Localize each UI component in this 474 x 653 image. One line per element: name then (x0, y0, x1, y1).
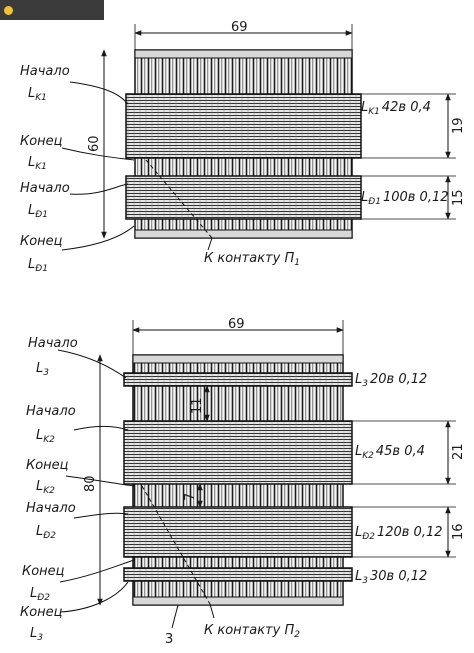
label-start-ld2: Начало (26, 501, 76, 516)
dim-width: 69 (231, 20, 248, 35)
label-start-lk2: Начало (26, 404, 76, 419)
leader-line (65, 475, 135, 487)
label-end-ld1-sym: LÐ1 (28, 257, 48, 274)
label-end-lk1-sym: LK1 (28, 155, 47, 172)
contact-lead (207, 237, 213, 251)
former-top-flange (134, 49, 353, 59)
watermark: RadioLamp.net (0, 0, 104, 37)
leader-line (73, 425, 129, 431)
former-bottom-flange (134, 229, 353, 239)
dim-bottom-mark: 3 (165, 632, 173, 647)
dim-coil-k2: 21 (451, 443, 466, 460)
dim-gap-mid: 7 (183, 493, 198, 501)
former-bottom-flange (132, 596, 344, 606)
contact-lead (209, 603, 215, 619)
contact-lead (145, 159, 213, 239)
contact-label-p1: К контакту П1 (204, 251, 300, 268)
winding-lk2 (123, 420, 353, 485)
winding-lk1 (125, 93, 362, 159)
label-start-lk1: Начало (20, 64, 70, 79)
dim-coil-k1: 19 (451, 117, 466, 134)
dim-height: 80 (83, 475, 98, 492)
top-figure: 69 60 19 15 Начало LK1 Конец LK1 Начало … (20, 20, 466, 274)
winding-l3-bottom (123, 567, 353, 582)
dim-height: 60 (87, 135, 102, 152)
label-end-lk2-sym: LK2 (36, 479, 55, 496)
bottom-figure: 69 80 11 7 21 16 3 Начало (20, 317, 466, 647)
leader-line (59, 581, 129, 613)
label-end-ld2-sym: LÐ2 (30, 586, 50, 603)
watermark-logo-icon (4, 6, 13, 15)
leader-line (69, 183, 129, 195)
contact-lead (141, 485, 211, 605)
dim-gap-top: 11 (190, 397, 205, 414)
dim-coil-d1: 15 (451, 189, 466, 206)
watermark-text: RadioLamp.net (4, 22, 98, 37)
label-start-ld1-sym: LÐ1 (28, 203, 48, 220)
label-end-lk1: Конец (20, 134, 63, 149)
label-end-ld1: Конец (20, 234, 63, 249)
dim-offset-line (171, 604, 179, 629)
label-end-lk2: Конец (26, 458, 69, 473)
dim-coil-d2: 16 (451, 523, 466, 540)
dim-width: 69 (228, 317, 245, 332)
leader-line (57, 349, 127, 379)
leader-line (61, 147, 135, 161)
label-start-l3: Начало (28, 336, 78, 351)
leader-line (61, 225, 135, 251)
label-start-lk2-sym: LK2 (36, 428, 55, 445)
winding-ld1 (125, 175, 362, 220)
winding-ld2 (123, 506, 353, 558)
contact-label-p2: К контакту П2 (204, 623, 300, 640)
leader-line (59, 559, 135, 583)
leader-line (69, 81, 129, 105)
label-start-l3-sym: L3 (36, 361, 49, 378)
label-end-ld2: Конец (22, 564, 65, 579)
label-end-l3-sym: L3 (30, 626, 43, 643)
label-end-l3: Конец (20, 605, 63, 620)
label-start-ld2-sym: LÐ2 (36, 524, 56, 541)
label-start-lk1-sym: LK1 (28, 86, 47, 103)
former-top-flange (132, 354, 344, 364)
label-start-ld1: Начало (20, 181, 70, 196)
winding-l3-top (123, 372, 353, 387)
leader-line (73, 512, 129, 519)
